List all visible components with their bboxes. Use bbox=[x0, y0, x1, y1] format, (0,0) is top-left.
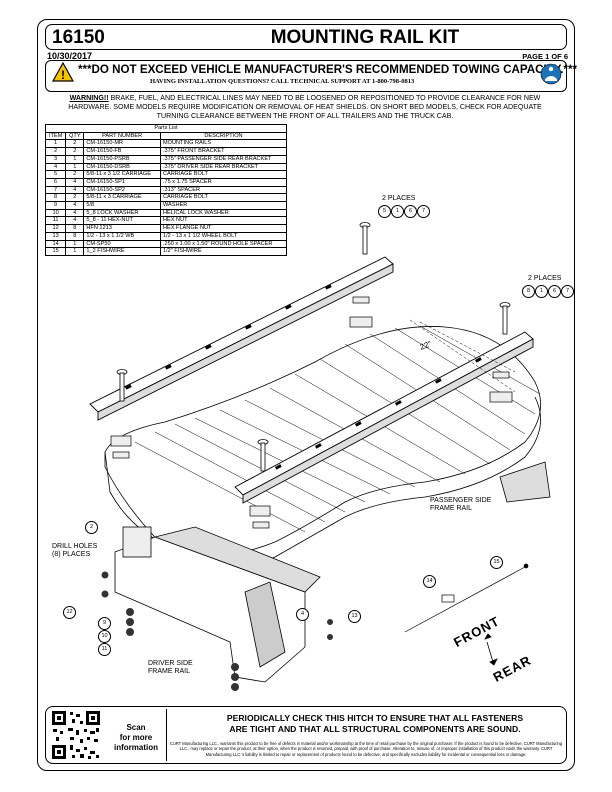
driver-rail-label: DRIVER SIDE FRAME RAIL bbox=[148, 660, 193, 675]
spacers bbox=[110, 296, 513, 529]
callout-13: 13 bbox=[348, 610, 361, 623]
passenger-rail-label: PASSENGER SIDE FRAME RAIL bbox=[430, 497, 492, 512]
callout-circle: 1 bbox=[391, 205, 404, 218]
callout-4: 4 bbox=[296, 608, 309, 621]
tech-support-line: HAVING INSTALLATION QUESTIONS? CALL TECH… bbox=[150, 78, 415, 85]
callout-2: 2 bbox=[85, 521, 98, 534]
scan-for-info: Scan for more information bbox=[114, 723, 158, 752]
page-indicator: PAGE 1 OF 6 bbox=[522, 52, 568, 61]
callout-15: 15 bbox=[490, 556, 503, 569]
callout-circle: 5 bbox=[378, 205, 391, 218]
warning-triangle-icon: ! bbox=[52, 62, 74, 82]
callout-circle: 7 bbox=[417, 205, 430, 218]
callout-11: 11 bbox=[98, 643, 111, 656]
description-cell: 1/2" FISHWIRE bbox=[159, 247, 288, 256]
two-places-label-2: 2 PLACES bbox=[528, 275, 562, 282]
read-manual-icon bbox=[540, 63, 562, 85]
callout-circle: 8 bbox=[522, 285, 535, 298]
callout-12: 12 bbox=[63, 606, 76, 619]
part-number: 16150 bbox=[52, 27, 105, 48]
mounting-rail-right bbox=[234, 331, 534, 504]
svg-text:!: ! bbox=[61, 68, 65, 82]
warning-text: BRAKE, FUEL, AND ELECTRICAL LINES MAY NE… bbox=[68, 94, 542, 120]
direction-arrow bbox=[484, 633, 498, 666]
carriage-bolts bbox=[116, 222, 511, 472]
rail-slots bbox=[125, 284, 482, 470]
callout-10: 10 bbox=[98, 630, 111, 643]
warranty-text: CURT Manufacturing LLC., warrants this p… bbox=[169, 741, 563, 757]
revision-date: 10/30/2017 bbox=[47, 51, 93, 61]
header-box bbox=[45, 24, 567, 50]
callout-circle: 6 bbox=[548, 285, 561, 298]
page-title: MOUNTING RAIL KIT bbox=[270, 27, 460, 48]
qr-code[interactable] bbox=[50, 709, 102, 761]
warning-box bbox=[45, 60, 567, 92]
footer-divider bbox=[166, 709, 167, 761]
warning-paragraph: WARNING!! BRAKE, FUEL, AND ELECTRICAL LI… bbox=[60, 94, 550, 121]
towing-capacity-warning: ***DO NOT EXCEED VEHICLE MANUFACTURER'S … bbox=[78, 63, 577, 76]
driver-frame-rail bbox=[114, 526, 321, 683]
warning-label: WARNING!! bbox=[69, 94, 109, 102]
mounting-rail-left bbox=[89, 256, 394, 421]
callout-circle: 7 bbox=[561, 285, 574, 298]
parts-list-table: Parts List ITEM QTY PART NUMBER DESCRIPT… bbox=[44, 124, 288, 256]
callout-circle: 1 bbox=[535, 285, 548, 298]
fishwire bbox=[404, 563, 529, 633]
dimension-lines bbox=[409, 319, 516, 393]
passenger-frame-rail bbox=[499, 461, 551, 503]
two-places-label-1: 2 PLACES bbox=[382, 195, 416, 202]
callout-14: 14 bbox=[423, 575, 436, 588]
qty-cell: 1 bbox=[65, 247, 85, 256]
footer-box bbox=[45, 706, 567, 764]
periodic-check-notice: PERIODICALLY CHECK THIS HITCH TO ENSURE … bbox=[226, 713, 524, 734]
page-frame bbox=[37, 19, 575, 771]
drill-holes-label: DRILL HOLES (8) PLACES bbox=[52, 543, 98, 558]
frame-rail-fasteners bbox=[101, 571, 333, 691]
item-cell: 15 bbox=[44, 247, 67, 256]
callout-circle: 6 bbox=[404, 205, 417, 218]
installation-drawing bbox=[89, 222, 551, 691]
callout-9: 9 bbox=[98, 617, 111, 630]
